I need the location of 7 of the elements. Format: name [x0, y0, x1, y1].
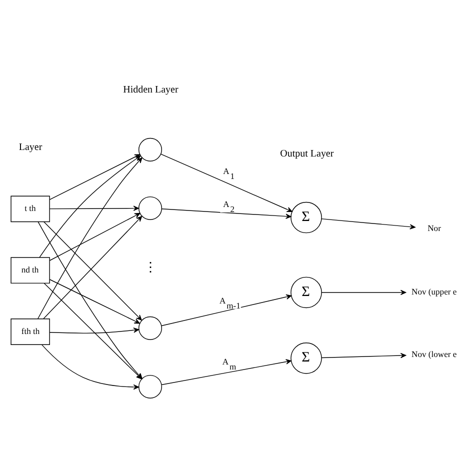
node-text: Nov (lower e — [412, 348, 457, 358]
label: Hidden Layer — [123, 84, 178, 95]
node-text: Nov (upper e — [412, 286, 457, 296]
label: ⋮ — [144, 260, 157, 274]
label: Output Layer — [280, 148, 334, 160]
label: Layer — [18, 142, 42, 153]
node-text: Nor — [428, 222, 441, 233]
